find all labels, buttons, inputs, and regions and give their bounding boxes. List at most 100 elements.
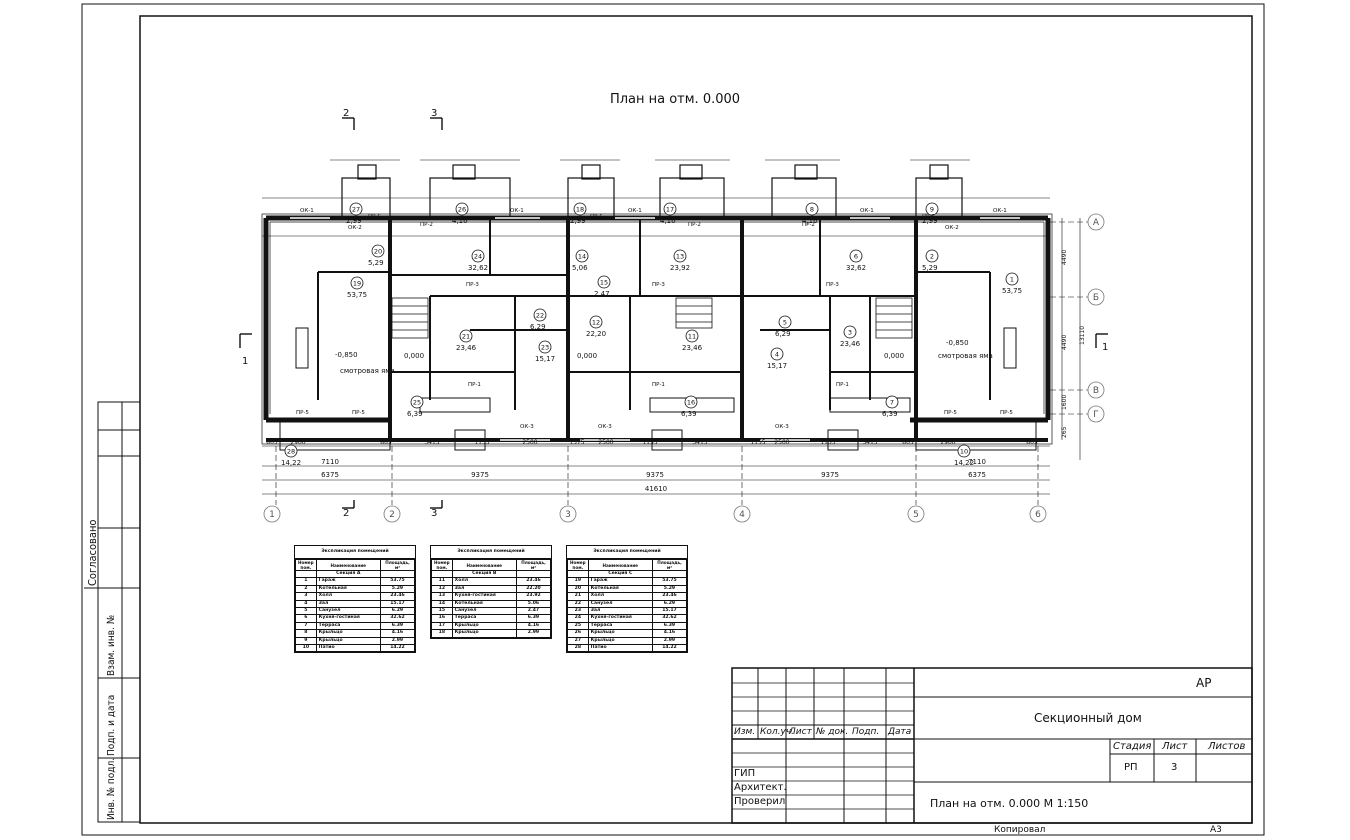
format-label: А3 [1210,825,1222,835]
table-cell: 14 [431,599,453,609]
table-cell: Кухня-гостиная [587,614,653,623]
pit-level: -0,850 [335,351,358,359]
dim-row1: 6375 [321,471,339,479]
window-mark: ПР-6 [590,214,603,220]
table-cell: 14.22 [379,644,416,653]
table-cell: 8 [295,629,317,638]
table-cell: Кухня-гостиная [315,614,381,623]
table-cell: 2.99 [379,636,416,646]
explication-table-b: Экспликация помещений Номер пом.Наименов… [430,545,552,639]
table-cell: 4.16 [651,629,688,638]
axis-6-label: 6 [1035,510,1041,520]
table-cell: 22.20 [515,584,552,594]
table-cell: 11 [431,577,453,586]
table-cell: Санузел [315,607,381,616]
table-cell: 9 [295,636,317,646]
table-cell: 6.39 [651,621,688,631]
room-area: 2,99 [570,217,586,225]
table-cell: 4.16 [515,621,552,631]
room-area: 6,39 [407,410,423,418]
table-cell: Гараж [315,577,381,586]
room-area: 5,06 [572,264,588,272]
table-cell: 12 [431,584,453,594]
table-cell: 32.62 [651,614,688,623]
dim-right: 13110 [1079,326,1086,345]
section-row: Секция С [567,569,688,579]
table-cell: 53.75 [651,577,688,586]
room-tag-circle [770,347,784,361]
explication-caption: Экспликация помещений [295,546,415,559]
table-cell: Холл [315,592,381,601]
left-stamp [84,401,141,823]
section-mark: 2 [343,508,349,519]
dimension-lines [239,117,1108,509]
room-number: 28 [287,448,295,456]
room-tag-circle [471,249,485,263]
room-tag-circle [925,202,939,216]
room-tag-circle [685,329,699,343]
room-number: 10 [960,448,968,456]
table-cell: 15.17 [379,599,416,609]
table-cell: 2.99 [515,629,552,638]
room-number: 24 [474,253,482,261]
dim-bottom-segment: 1155 [474,439,489,446]
room-number: 17 [666,206,674,214]
pit-label: смотровая яма [938,352,993,360]
table-header-cell: Площадь, м² [379,559,416,571]
role-checked: Проверил [734,796,786,807]
section-row: Секция В [431,569,552,579]
pit-label: смотровая яма [340,367,395,375]
window-mark: ПР-5 [1000,410,1013,416]
dim-right: 4490 [1061,250,1068,265]
sheet-label: Лист [1162,741,1188,752]
window-mark: ОК-3 [775,424,789,430]
section-mark: 1 [1102,342,1108,353]
window-mark: ПР-2 [688,222,701,228]
dim-bottom-segment: 2500 [522,439,537,446]
room-area: 15,17 [767,362,787,370]
dim-bottom-segment: 805 [380,439,392,446]
room-tag-circle [573,202,587,216]
project-name: Секционный дом [1034,711,1142,725]
room-number: 27 [352,206,360,214]
axis-5-label: 5 [913,510,919,520]
table-cell: 22 [567,599,589,609]
window-mark: ПР-1 [468,382,481,388]
room-number: 9 [930,206,934,214]
window-mark: ПР-3 [652,282,665,288]
table-cell: 1 [295,577,317,586]
axis-1-label: 1 [269,510,275,520]
room-number: 4 [775,351,779,359]
table-cell: 2.99 [651,636,688,646]
window-mark: ПР-6 [368,214,381,220]
doc-code: АР [1196,676,1212,690]
table-header-cell: Номер пом. [567,559,589,571]
table-cell: 18 [431,629,453,638]
table-cell: 20 [567,584,589,594]
plan-title: План на отм. 0.000 [609,92,741,107]
table-cell: 27 [567,636,589,646]
room-area: 53,75 [347,291,367,299]
table-cell: Санузел [451,607,517,616]
table-cell: Патио [315,644,381,653]
room-number: 13 [676,253,684,261]
room-area: 14,22 [954,459,974,467]
room-number: 1 [1010,276,1014,284]
table-cell: Терраса [587,621,653,631]
table-cell: Крыльцо [587,629,653,638]
table-cell: Крыльцо [451,621,517,631]
room-area: 5,29 [368,259,384,267]
table-cell: 23.46 [651,592,688,601]
